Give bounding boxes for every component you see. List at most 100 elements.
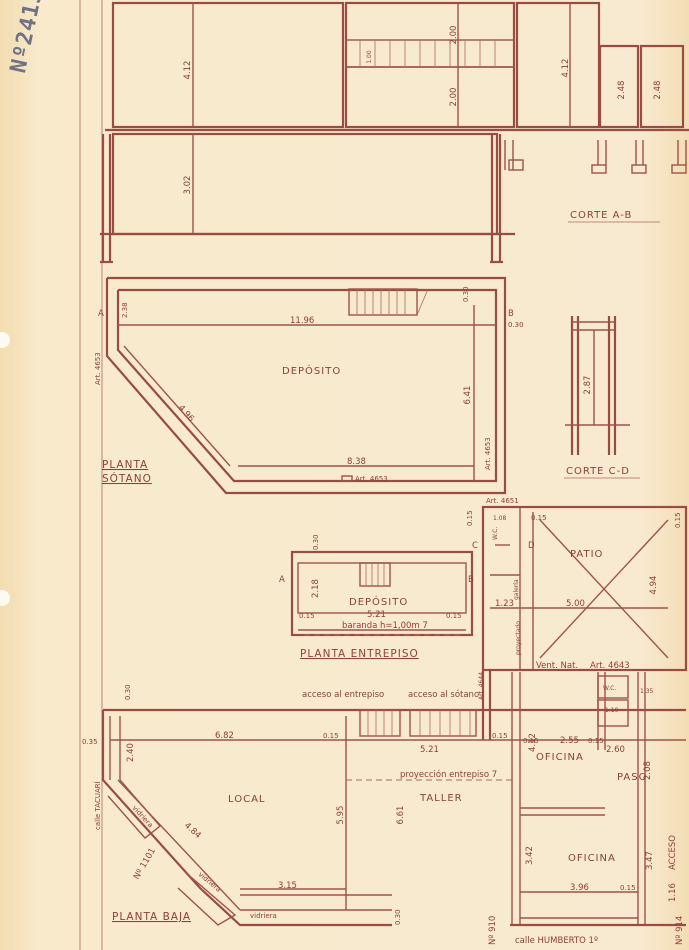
dim-label: 1.00 [366,50,373,64]
street-number: Nº 910 [488,916,498,945]
room-label-deposito: DEPÓSITO [282,364,341,377]
dim-label: 2.60 [606,745,625,755]
dim-label: 2.40 [126,743,136,762]
dim-label: 2.87 [583,376,593,395]
plan-planta-baja: LOCAL TALLER OFICINA PASO OFICINA ACCESO… [82,661,686,946]
dim-label: 11.96 [290,316,314,326]
note-label: proyectado [515,621,522,655]
dim-label: 1.23 [495,599,514,609]
note-label: Art. 4643 [590,661,630,671]
dim-label: 4.12 [528,733,538,752]
dim-label: 0.30 [508,321,524,329]
dim-label: 1.10 [605,707,619,714]
room-label-vidriera: vidriera [250,912,277,920]
section-letter: D [528,541,535,551]
street-number: Nº 914 [675,916,685,945]
section-letter: B [508,309,514,319]
dim-label: 5.95 [336,806,346,825]
section-letter: B [468,575,474,585]
dim-label: 1.35 [640,688,654,695]
note-label: Art. 4653 [484,437,492,470]
section-letter: A [279,575,285,585]
dim-label: 5.21 [367,610,386,620]
plan-sotano: DEPÓSITO 11.96 8.38 6.41 4.96 2.38 0.30 … [94,276,524,495]
plan-patio: PATIO 5.00 4.94 1.23 1.08 W.C. 0.15 0.15… [466,497,688,672]
dim-label: 0.15 [674,512,682,528]
dim-label: 1.08 [493,515,507,522]
note-label: Art. 4653 [94,352,102,385]
dim-label: 4.84 [182,821,203,841]
note-label: acceso al sótano [408,689,479,700]
dim-label: 0.30 [462,286,470,302]
plan-title: PLANTA ENTREPISO [300,648,419,660]
section-corte-cd: 2.87 CORTE C-D [564,316,640,479]
note-label: galería [513,579,520,600]
dim-label: 0.15 [531,514,547,522]
room-label-vidriera: vidriera [197,870,223,893]
room-label-acceso: ACCESO [668,835,678,870]
dim-label: 0.15 [323,732,339,740]
dim-label: 0.30 [124,684,132,700]
dim-label: 2.08 [643,761,653,780]
note-label: acceso al entrepiso [302,690,384,700]
note-label: Art. 4653 [355,475,388,483]
dim-label: 4.12 [183,61,193,80]
dim-label: 4.96 [176,403,196,424]
dim-label: 0.30 [394,909,402,925]
room-label-wc: W.C. [492,527,499,540]
note-label: proyección entrepiso 7 [400,769,497,780]
room-label-taller: TALLER [419,793,463,804]
dim-label: 0.30 [312,534,320,550]
dim-label: 4.12 [561,59,571,78]
dim-label: 2.00 [449,26,459,45]
note-label: Art. 4644 [478,672,485,700]
note-label: Vent. Nat. [536,661,578,671]
section-title: CORTE C-D [566,466,630,477]
dim-label: 6.82 [215,731,234,741]
street-label: calle HUMBERTO 1º [515,936,598,946]
plan-entrepiso: DEPÓSITO 5.21 2.18 0.15 0.15 0.30 barand… [279,534,474,660]
dim-label: 3.42 [525,846,535,865]
street-number: Nº 1101 [132,846,158,881]
dim-label: 2.18 [311,579,321,598]
section-letter: A [98,309,104,319]
room-label-patio: PATIO [570,549,603,560]
street-label: calle TACUARÍ [93,781,102,830]
section-letter: C [472,541,478,551]
plan-title: SÓTANO [102,472,152,485]
dim-label: 1.16 [668,883,678,902]
binder-hole [0,332,10,348]
dim-label: 6.61 [396,806,406,825]
dim-label: 8.38 [347,457,366,467]
dim-label: 0.15 [466,510,474,526]
dim-label: 2.55 [560,736,579,746]
room-label-wc: W.C. [603,685,616,692]
room-label-deposito: DEPÓSITO [349,595,408,608]
room-label-local: LOCAL [228,794,265,805]
dim-label: 0.15 [523,737,539,745]
dim-label: 0.15 [492,732,508,740]
dim-label: 4.94 [649,576,659,595]
note-label: baranda h=1,00m 7 [342,621,428,631]
plan-title: PLANTA BAJA [112,911,191,923]
binder-hole [0,590,10,606]
dim-label: 2.38 [121,302,129,318]
dim-label: 0.15 [620,884,636,892]
dim-label: 0.15 [299,612,315,620]
dim-label: 3.15 [278,881,297,891]
room-label-oficina: OFICINA [536,752,584,763]
dim-label: 6.41 [463,386,473,405]
room-label-oficina: OFICINA [568,853,616,864]
dim-label: 3.47 [645,851,655,870]
dim-label: 0.35 [82,738,98,746]
plan-title: PLANTA [102,459,148,471]
dim-label: 0.15 [446,612,462,620]
dim-label: 5.21 [420,745,439,755]
dim-label: 5.00 [566,599,585,609]
dim-label: 2.00 [449,88,459,107]
room-label-paso: PASO [617,772,647,783]
section-title: CORTE A-B [570,210,632,221]
dim-label: 0.15 [588,737,604,745]
